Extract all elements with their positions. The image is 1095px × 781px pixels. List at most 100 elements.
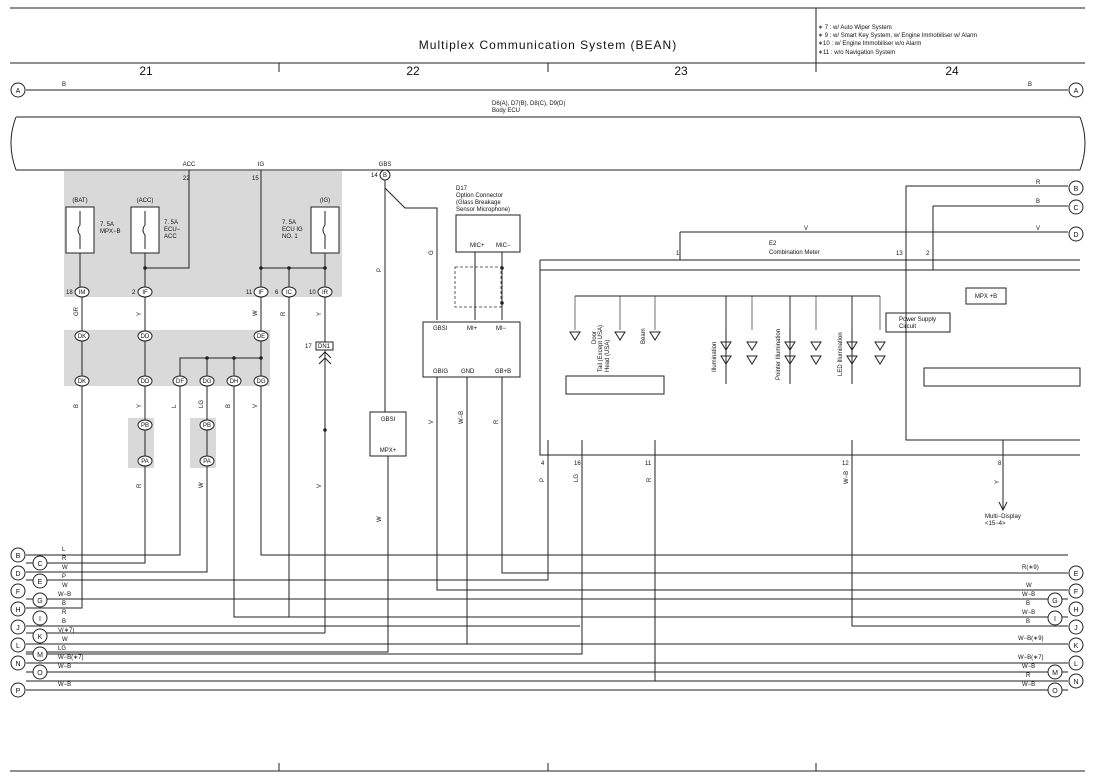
svg-text:I: I xyxy=(1054,616,1056,623)
svg-text:11: 11 xyxy=(645,461,652,467)
note-10: ∗10 : w/ Engine Immobiliser w/o Alarm xyxy=(818,41,921,47)
svg-text:MIC+: MIC+ xyxy=(470,243,485,249)
svg-text:ACC: ACC xyxy=(183,162,196,168)
svg-text:2: 2 xyxy=(926,251,930,257)
svg-text:R: R xyxy=(137,483,143,488)
column-number: 22 xyxy=(406,64,420,78)
svg-text:E: E xyxy=(38,579,43,586)
svg-text:W: W xyxy=(199,482,205,488)
svg-text:PA: PA xyxy=(141,459,149,465)
column-number: 24 xyxy=(945,64,959,78)
combination-meter-box xyxy=(539,259,1080,456)
svg-text:F: F xyxy=(1074,589,1078,596)
svg-text:DH: DH xyxy=(230,379,239,385)
svg-text:B: B xyxy=(62,601,66,607)
svg-text:DG: DG xyxy=(257,379,266,385)
svg-text:IC: IC xyxy=(286,290,293,296)
svg-text:G: G xyxy=(429,250,435,255)
svg-text:4: 4 xyxy=(541,461,545,467)
svg-text:14: 14 xyxy=(371,173,378,179)
svg-text:IR: IR xyxy=(322,290,329,296)
svg-text:Door: Door xyxy=(592,331,598,344)
column-number: 21 xyxy=(139,64,153,78)
note-7: ∗ 7 : w/ Auto Wiper System xyxy=(818,25,892,31)
svg-text:17: 17 xyxy=(305,344,312,350)
svg-text:7. 5A: 7. 5A xyxy=(164,220,178,226)
svg-text:Y: Y xyxy=(317,312,323,316)
svg-text:ECU IG: ECU IG xyxy=(282,227,303,233)
svg-text:MIC−: MIC− xyxy=(496,243,511,249)
svg-text:W−B(∗7): W−B(∗7) xyxy=(58,655,84,661)
svg-text:(ACC): (ACC) xyxy=(137,198,154,204)
svg-text:Sensor Microphone): Sensor Microphone) xyxy=(456,207,510,213)
svg-text:L: L xyxy=(16,643,20,650)
svg-text:W−B: W−B xyxy=(58,664,71,670)
svg-text:P: P xyxy=(377,268,383,272)
svg-text:B: B xyxy=(383,173,387,179)
svg-text:LG: LG xyxy=(199,400,205,408)
svg-text:ECU−: ECU− xyxy=(164,227,181,233)
svg-text:12: 12 xyxy=(842,461,849,467)
svg-text:7. 5A: 7. 5A xyxy=(282,220,296,226)
svg-text:I: I xyxy=(39,616,41,623)
svg-text:W: W xyxy=(1026,583,1032,589)
svg-text:GND: GND xyxy=(461,369,475,375)
svg-text:N: N xyxy=(15,661,20,668)
svg-text:W−B(∗7): W−B(∗7) xyxy=(1018,655,1044,661)
svg-text:Y: Y xyxy=(995,480,1001,484)
svg-text:LG: LG xyxy=(58,646,66,652)
svg-text:V: V xyxy=(253,404,259,408)
svg-text:MI+: MI+ xyxy=(467,326,478,332)
svg-text:J: J xyxy=(16,625,20,632)
svg-text:IM: IM xyxy=(79,290,86,296)
svg-text:DF: DF xyxy=(176,379,184,385)
svg-text:B: B xyxy=(226,404,232,408)
svg-text:13: 13 xyxy=(896,251,903,257)
svg-text:V: V xyxy=(317,484,323,488)
svg-text:Pointer Illumination: Pointer Illumination xyxy=(776,329,782,380)
svg-text:10: 10 xyxy=(309,290,316,296)
svg-text:O: O xyxy=(1052,688,1058,695)
svg-text:W−B: W−B xyxy=(58,682,71,688)
svg-text:B: B xyxy=(16,553,21,560)
svg-text:W: W xyxy=(62,583,68,589)
svg-text:Option Connector: Option Connector xyxy=(456,193,503,199)
svg-text:D17: D17 xyxy=(456,186,468,192)
svg-text:W−B: W−B xyxy=(1022,592,1035,598)
svg-text:7. 5A: 7. 5A xyxy=(100,222,114,228)
terminal-a-left xyxy=(10,82,26,98)
body-ecu-box xyxy=(10,116,1086,171)
wire-color-label: B xyxy=(1028,82,1032,88)
svg-text:O: O xyxy=(37,670,43,677)
svg-text:R(∗9): R(∗9) xyxy=(1022,565,1039,571)
svg-text:R: R xyxy=(281,311,287,316)
svg-text:MPX+: MPX+ xyxy=(380,448,397,454)
svg-text:18: 18 xyxy=(66,290,73,296)
svg-text:N: N xyxy=(1073,679,1078,686)
mpx-b-box xyxy=(965,287,1007,305)
svg-text:P: P xyxy=(62,574,66,580)
svg-text:GBS: GBS xyxy=(379,162,392,168)
svg-text:Y: Y xyxy=(137,404,143,408)
svg-text:DE: DE xyxy=(257,334,265,340)
svg-text:H: H xyxy=(15,607,20,614)
body-ecu-name: Body ECU xyxy=(492,108,520,114)
svg-text:DG: DG xyxy=(203,379,212,385)
svg-text:8: 8 xyxy=(998,461,1002,467)
svg-text:Multi−Display: Multi−Display xyxy=(985,514,1021,520)
svg-text:R: R xyxy=(1036,180,1041,186)
svg-text:W: W xyxy=(62,565,68,571)
svg-text:DK: DK xyxy=(78,379,86,385)
svg-text:W: W xyxy=(377,516,383,522)
svg-text:D: D xyxy=(15,571,20,578)
svg-text:GBSI: GBSI xyxy=(381,417,396,423)
svg-text:GB+B: GB+B xyxy=(495,369,511,375)
svg-text:F: F xyxy=(16,589,20,596)
svg-text:2: 2 xyxy=(132,290,136,296)
svg-text:W: W xyxy=(62,637,68,643)
svg-text:Beam: Beam xyxy=(641,328,647,344)
svg-text:IG: IG xyxy=(258,162,265,168)
svg-text:B: B xyxy=(74,404,80,408)
